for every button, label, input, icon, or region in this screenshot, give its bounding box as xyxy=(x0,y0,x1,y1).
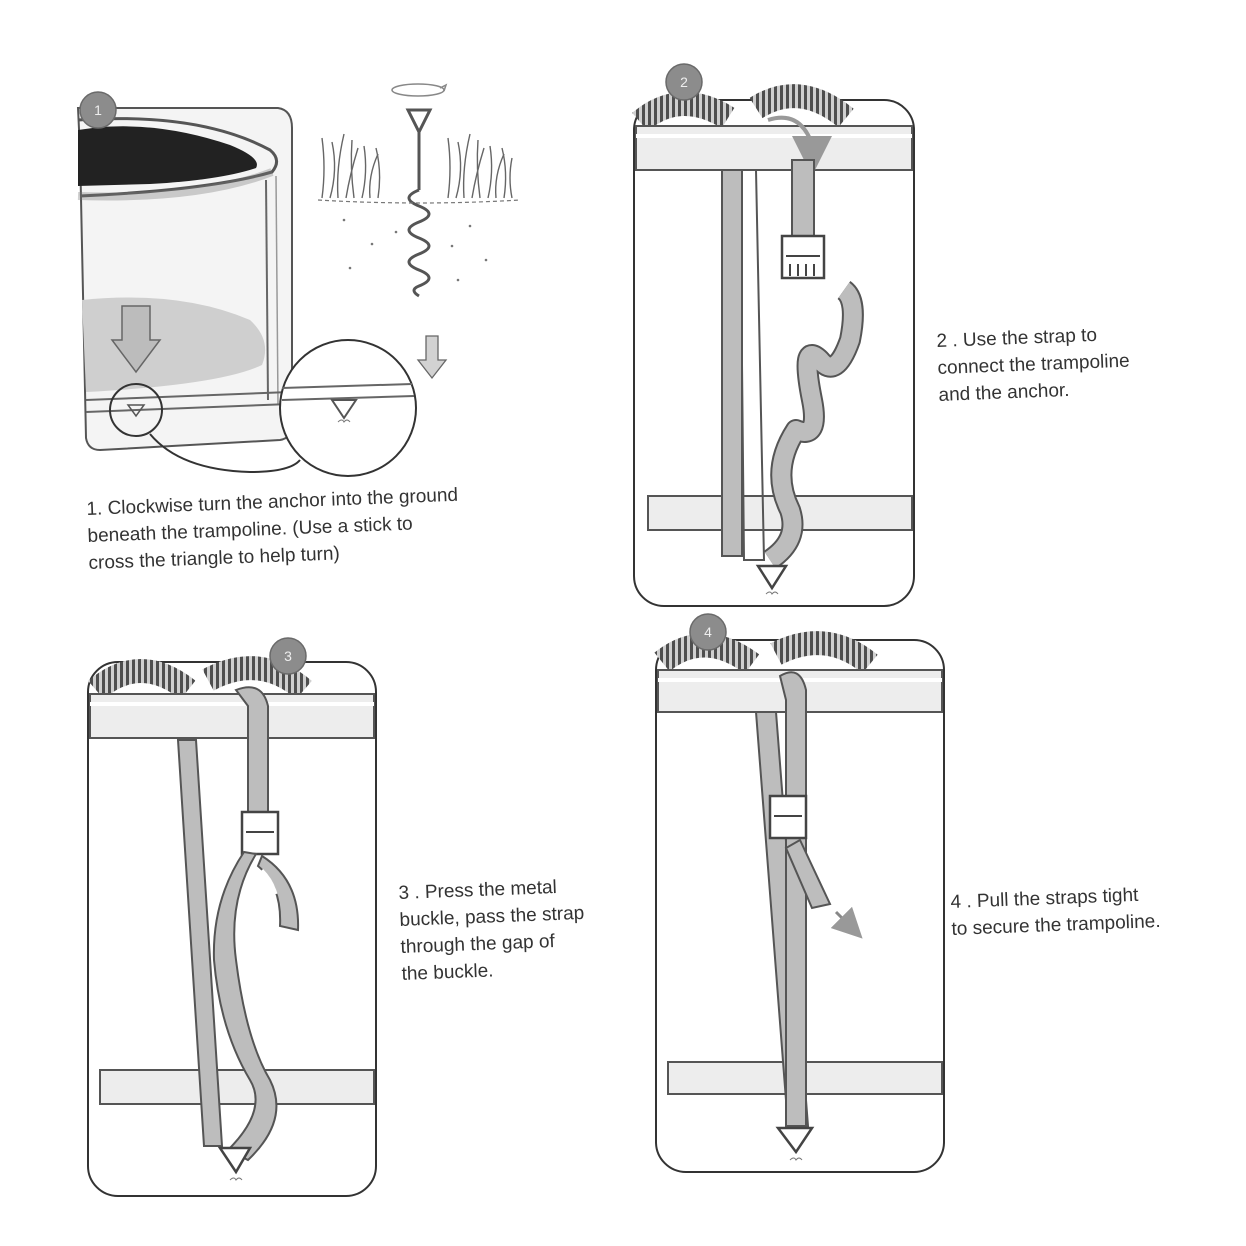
step-4-caption: 4 . Pull the straps tight to secure the … xyxy=(950,881,1161,943)
step-3-number: 3 xyxy=(284,648,292,664)
step-4-illustration xyxy=(654,631,945,1173)
step-2-illustration xyxy=(632,84,915,607)
step-4-number: 4 xyxy=(704,624,712,640)
step-1-illustration xyxy=(76,83,521,477)
step-1-caption: 1. Clockwise turn the anchor into the gr… xyxy=(86,482,461,577)
step-2-badge: 2 xyxy=(665,63,703,101)
step-1-number: 1 xyxy=(94,102,102,118)
step-3-badge: 3 xyxy=(269,637,307,675)
step-2-caption: 2 . Use the strap to connect the trampol… xyxy=(936,321,1131,409)
step-2-number: 2 xyxy=(680,74,688,90)
step-3-caption: 3 . Press the metal buckle, pass the str… xyxy=(398,873,587,988)
step-4-badge: 4 xyxy=(689,613,727,651)
step-1-badge: 1 xyxy=(79,91,117,129)
step-3-illustration xyxy=(87,656,377,1197)
